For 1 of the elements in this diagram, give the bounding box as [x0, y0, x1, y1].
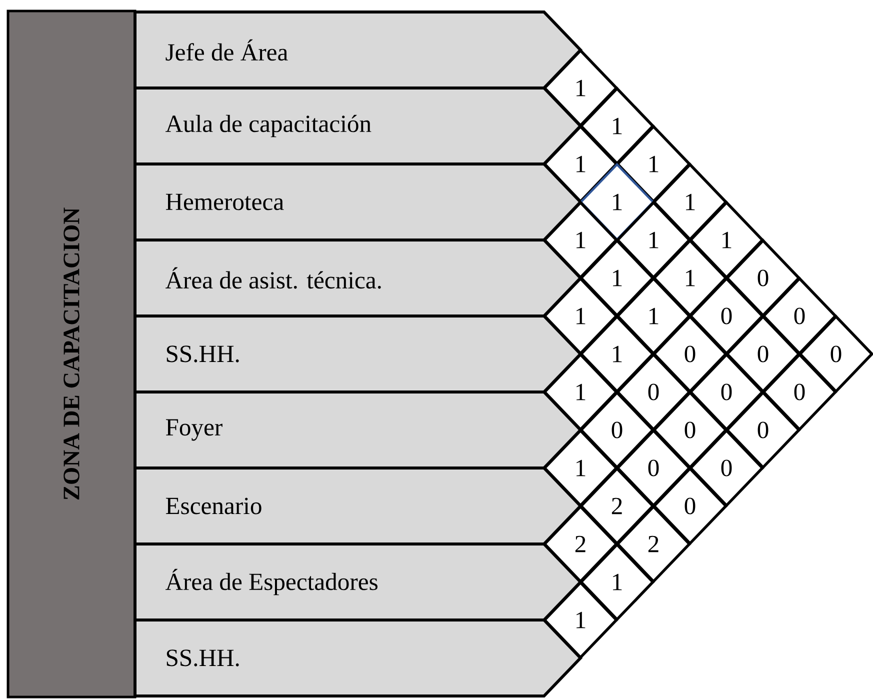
zone-band: ZONA DE CAPACITACION — [6, 10, 136, 698]
